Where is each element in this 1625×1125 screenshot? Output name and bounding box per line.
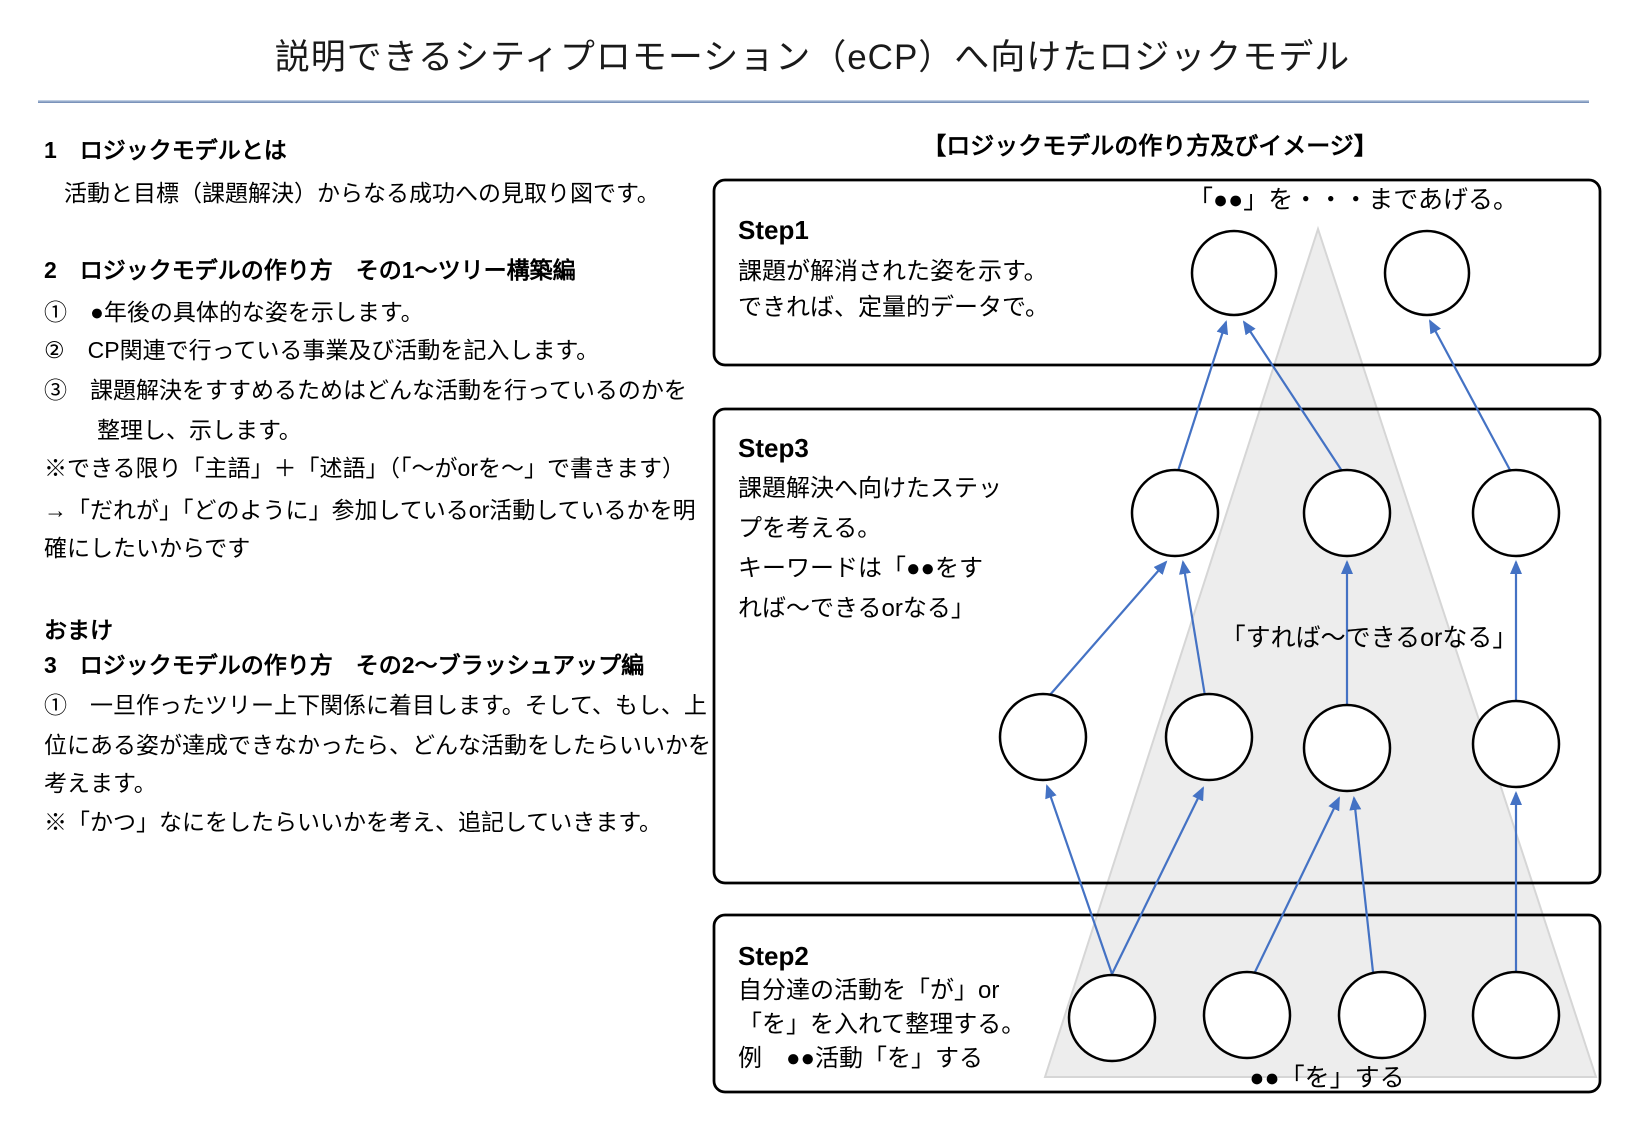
step3-line1: 課題解決へ向けたステッ [738, 475, 1002, 502]
section2-item2: ② CP関連で行っている事業及び活動を記入します。 [44, 337, 600, 363]
arrow-r2c2-r1c1 [1242, 320, 1343, 472]
node-step1-2 [1383, 229, 1471, 317]
section3-note: ※「かつ」なにをしたらいいかを考え、追記していきます。 [44, 809, 663, 835]
step2-line1: 自分達の活動を「が」or [738, 977, 1000, 1004]
arrow-r4c3-r3c3 [1349, 796, 1375, 973]
bonus-label: おまけ [44, 617, 113, 643]
section3-heading: 3 ロジックモデルの作り方 その2～ブラッシュアップ編 [44, 652, 645, 678]
diagram-header: 【ロジックモデルの作り方及びイメージ】 [922, 133, 1378, 160]
step2-line2: 「を」を入れて整理する。 [738, 1011, 1026, 1038]
node-low-3 [1302, 703, 1392, 793]
node-mid-2 [1302, 468, 1392, 558]
section2-item3: ③ 課題解決をすすめるためはどんな活動を行っているのかを [44, 377, 687, 403]
step1-box [712, 178, 1602, 367]
step2-line3: 例 ●●活動「を」する [738, 1045, 983, 1072]
section2-heading: 2 ロジックモデルの作り方 その1～ツリー構築編 [44, 257, 576, 283]
node-low-4 [1471, 699, 1561, 789]
section1-body: 活動と目標（課題解決）からなる成功への見取り図です。 [64, 180, 660, 206]
section3-item1-cont1: 位にある姿が達成できなかったら、どんな活動をしたらいいかを [44, 732, 711, 758]
node-base-1 [1067, 973, 1157, 1063]
annotation-action: ●●「を」する [1249, 1064, 1405, 1092]
node-base-3 [1337, 970, 1427, 1060]
section2-note3: 確にしたいからです [44, 535, 251, 561]
arrow-r2c3-r1c2 [1429, 319, 1511, 471]
annotation-goal: 「●●」を・・・まであげる。 [1188, 186, 1518, 214]
step3-line4: れば～できるorなる」 [738, 595, 975, 622]
title-underline [38, 100, 1589, 103]
section3-item1: ① 一旦作ったツリー上下関係に着目します。そして、もし、上 [44, 692, 707, 718]
section2-note2: →「だれが」「どのように」参加しているor活動しているかを明 [44, 497, 696, 523]
section2-item3-cont: 整理し、示します。 [97, 417, 302, 443]
step2-label: Step2 [738, 941, 809, 971]
page-title: 説明できるシティプロモーション（eCP）へ向けたロジックモデル [274, 38, 1351, 77]
node-mid-3 [1471, 468, 1561, 558]
step3-line3: キーワードは「●●をす [738, 555, 983, 582]
node-step1-1 [1190, 229, 1278, 317]
node-low-1 [998, 692, 1088, 782]
section1-heading: 1 ロジックモデルとは [44, 137, 287, 163]
arrow-r4c1-r3c2 [1111, 786, 1204, 975]
pyramid-triangle [1043, 225, 1598, 1078]
section3-item1-cont2: 考えます。 [44, 770, 157, 796]
arrow-r2c1-r1c1 [1176, 320, 1229, 472]
step3-line2: プを考える。 [738, 515, 882, 542]
annotation-keyword: 「すれば～できるorなる」 [1220, 624, 1518, 652]
step1-label: Step1 [738, 215, 809, 245]
arrow-r4c1-r3c1 [1045, 784, 1114, 975]
arrow-r3c1-r2c1 [1048, 560, 1168, 697]
node-low-2 [1164, 692, 1254, 782]
step2-box [712, 913, 1602, 1094]
node-base-4 [1471, 970, 1561, 1060]
step1-line1: 課題が解消された姿を示す。 [738, 258, 1048, 285]
arrow-r4c2-r3c3 [1254, 796, 1340, 973]
node-mid-1 [1130, 468, 1220, 558]
section2-note1: ※できる限り「主語」＋「述語」（「～がorを～」で書きます） [44, 455, 685, 481]
section2-item1: ① ●年後の具体的な姿を示します。 [44, 299, 424, 325]
step1-line2: できれば、定量的データで。 [738, 294, 1050, 321]
arrow-r3c2-r2c1 [1179, 560, 1207, 697]
step3-label: Step3 [738, 433, 809, 463]
node-base-2 [1202, 970, 1292, 1060]
